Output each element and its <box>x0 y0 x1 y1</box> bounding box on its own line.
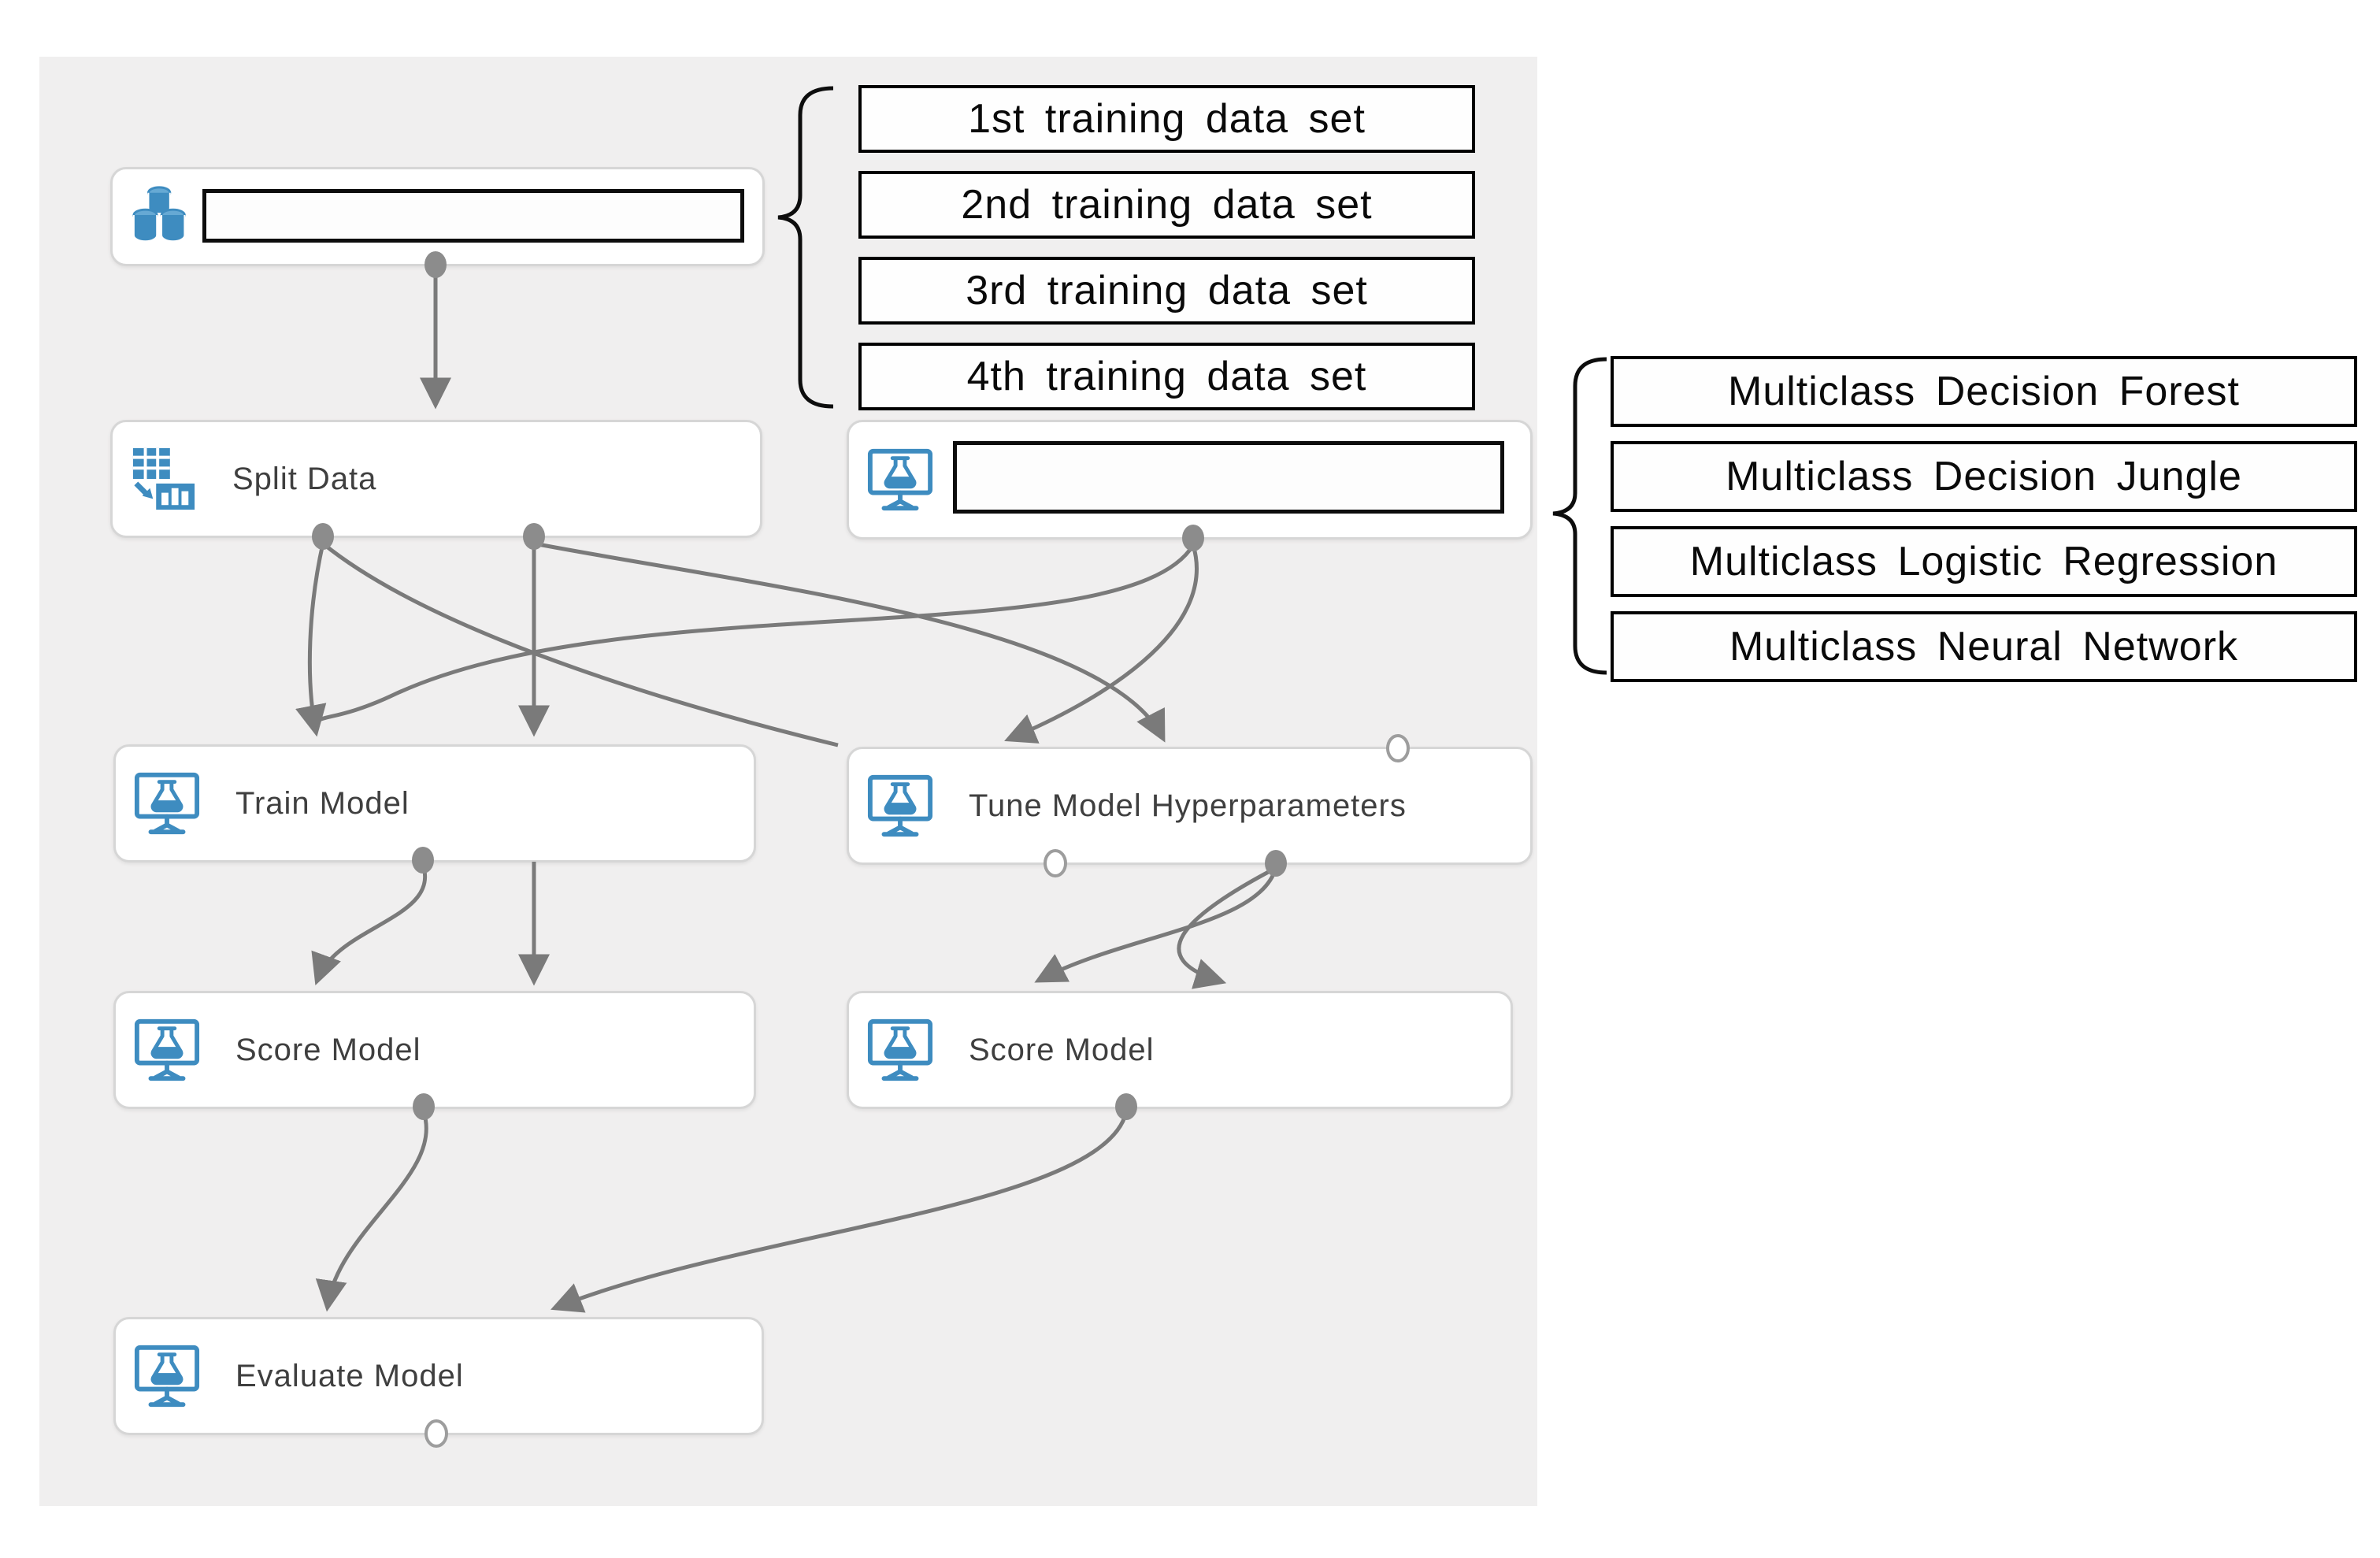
annotation-algorithm-2: Multiclass Decision Jungle <box>1611 441 2357 512</box>
node-label: Tune Model Hyperparameters <box>969 788 1407 823</box>
node-evaluate-model[interactable]: Evaluate Model <box>113 1317 764 1435</box>
port-train-output[interactable] <box>412 847 434 874</box>
port-tune-input-3-open[interactable] <box>1386 734 1410 762</box>
edge-tune-to-scoreright-input2[interactable] <box>1177 866 1277 989</box>
node-split-data[interactable]: Split Data <box>110 420 762 538</box>
port-split-output-2[interactable] <box>523 523 545 550</box>
experiment-icon <box>133 770 201 837</box>
annotation-training-set-2: 2nd training data set <box>858 171 1475 239</box>
edge-scoreleft-to-evaluate-input1[interactable] <box>315 1111 428 1312</box>
port-algorithm-output[interactable] <box>1182 525 1204 551</box>
annotation-training-set-4: 4th training data set <box>858 343 1475 410</box>
edge-split1-to-tune[interactable] <box>321 542 839 747</box>
node-label: Train Model <box>235 785 410 821</box>
dataset-name-box <box>202 189 744 243</box>
node-label: Score Model <box>969 1032 1155 1067</box>
experiment-icon <box>866 1016 934 1084</box>
edge-split2-to-tune-input2[interactable] <box>533 541 1166 743</box>
node-score-model-left[interactable]: Score Model <box>113 991 756 1109</box>
node-label: Split Data <box>232 461 377 496</box>
experiment-icon <box>133 1342 201 1410</box>
node-score-model-right[interactable]: Score Model <box>847 991 1513 1109</box>
algorithm-name-box <box>953 441 1504 514</box>
edge-algorithm-to-train-input1[interactable] <box>314 543 1196 727</box>
node-label: Score Model <box>235 1032 421 1067</box>
node-tune-model-hyperparameters[interactable]: Tune Model Hyperparameters <box>847 747 1533 865</box>
bracket-algorithms <box>1552 357 1607 675</box>
annotation-algorithm-1: Multiclass Decision Forest <box>1611 356 2357 427</box>
database-icon <box>130 183 198 250</box>
experiment-icon <box>866 772 934 840</box>
port-tune-output-2[interactable] <box>1265 850 1287 877</box>
annotation-training-set-3: 3rd training data set <box>858 257 1475 325</box>
edge-split1-to-train-input1[interactable] <box>295 543 327 737</box>
port-tune-output-1-open[interactable] <box>1044 849 1067 877</box>
experiment-icon <box>866 446 934 514</box>
port-evaluate-output-open[interactable] <box>424 1419 448 1448</box>
edge-train-to-scoreleft-input1[interactable] <box>311 864 428 986</box>
edge-algorithm-to-tune-input1[interactable] <box>1004 544 1199 744</box>
annotation-algorithm-4: Multiclass Neural Network <box>1611 611 2357 682</box>
node-train-model[interactable]: Train Model <box>113 744 756 862</box>
port-split-output-1[interactable] <box>312 523 334 550</box>
port-dataset-output[interactable] <box>424 251 447 278</box>
annotation-algorithm-3: Multiclass Logistic Regression <box>1611 526 2357 597</box>
edge-scoreright-to-evaluate-input2[interactable] <box>551 1111 1129 1313</box>
node-label: Evaluate Model <box>235 1358 464 1393</box>
split-data-icon <box>130 445 198 513</box>
edge-tune-to-scoreright-input1[interactable] <box>1034 867 1278 983</box>
experiment-icon <box>133 1016 201 1084</box>
port-scoreleft-output[interactable] <box>413 1093 435 1120</box>
annotation-training-set-1: 1st training data set <box>858 85 1475 153</box>
port-scoreright-output[interactable] <box>1115 1093 1137 1120</box>
